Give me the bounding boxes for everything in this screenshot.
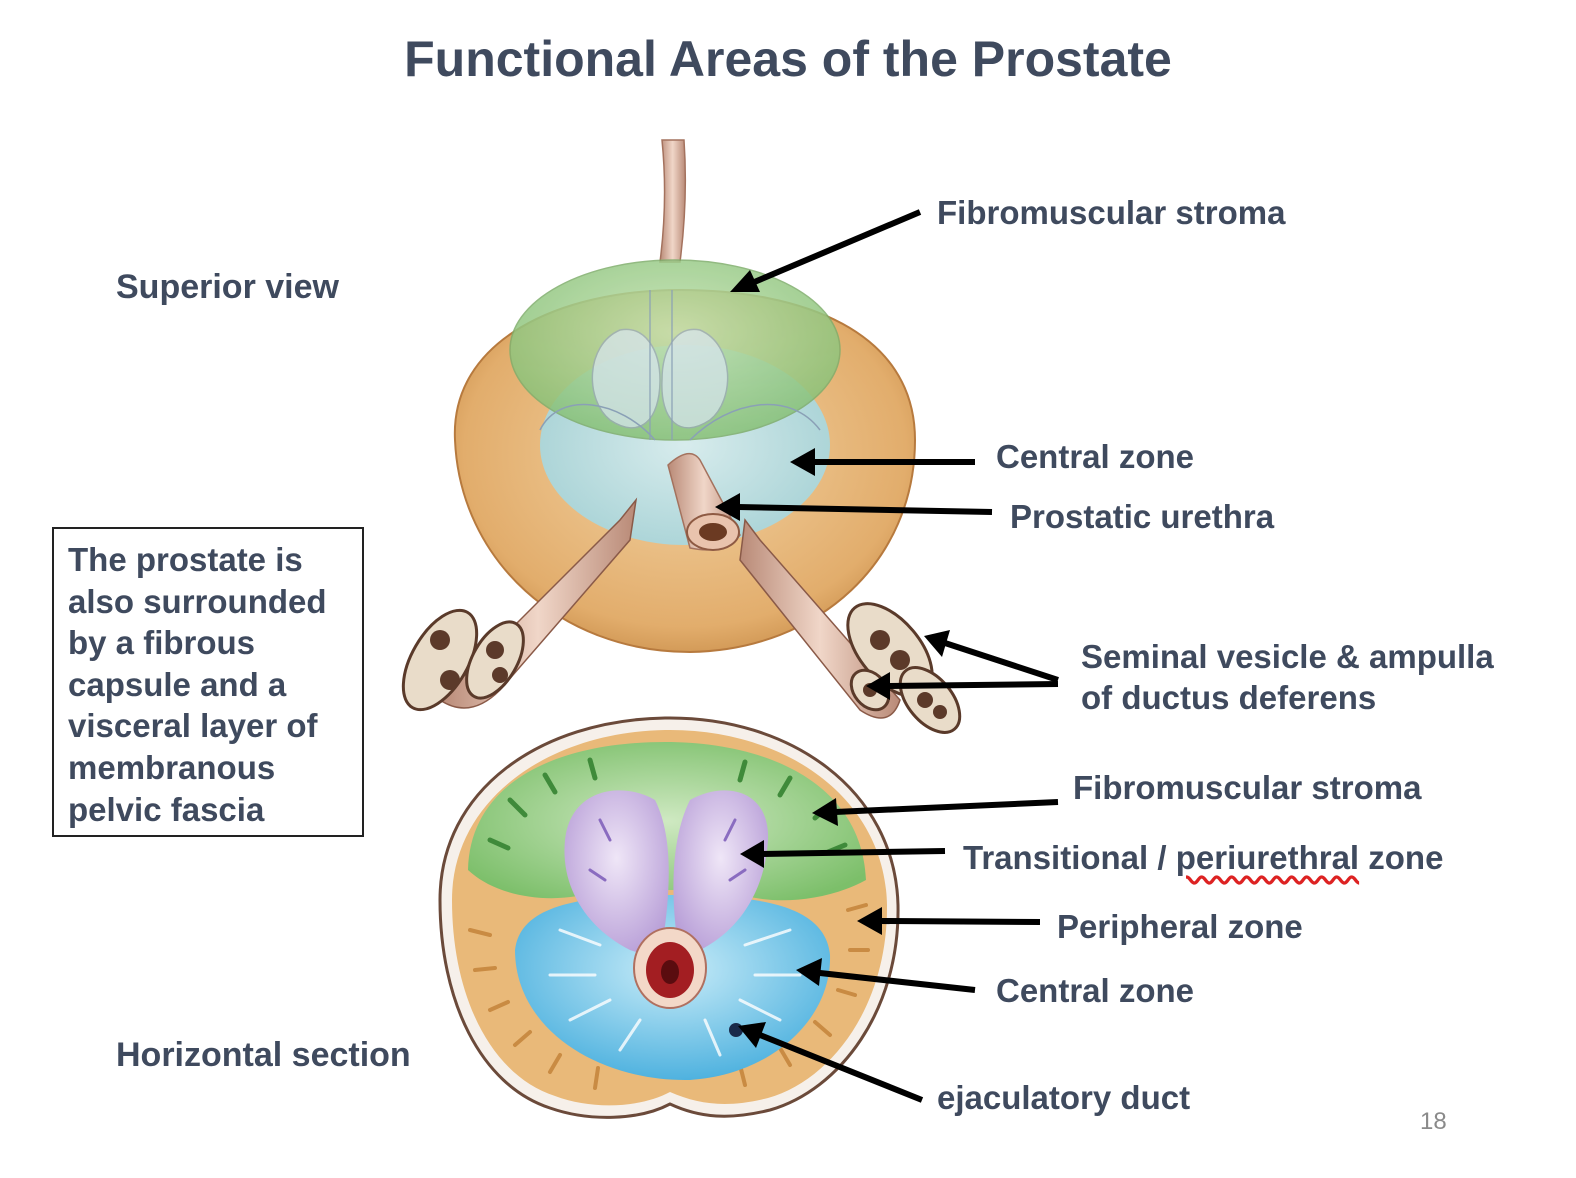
label-peripheral-zone: Peripheral zone <box>1057 908 1303 945</box>
note-line: pelvic fascia <box>68 790 265 828</box>
note-line: capsule and a <box>68 665 287 703</box>
label-prostatic-urethra: Prostatic urethra <box>1010 498 1275 535</box>
label-periurethral-flagged: periurethral <box>1175 839 1360 876</box>
label-fibromuscular-stroma-section: Fibromuscular stroma <box>1073 769 1422 806</box>
horizontal-section-label: Horizontal section <box>116 1036 411 1074</box>
label-seminal-vesicle-line1: Seminal vesicle & ampulla <box>1081 638 1494 675</box>
note-box: The prostate is also surrounded by a fib… <box>52 527 364 837</box>
horizontal-section-drawing <box>438 716 900 1119</box>
transitional-zone-right <box>673 790 769 960</box>
transitional-zone-left <box>564 790 669 960</box>
note-line: membranous <box>68 748 276 786</box>
page-number: 18 <box>1420 1108 1447 1135</box>
slide-title: Functional Areas of the Prostate <box>404 31 1172 87</box>
superior-view-drawing <box>401 139 962 734</box>
label-arrows <box>715 209 1059 1103</box>
note-line: The prostate is <box>68 541 303 578</box>
note-line: visceral layer of <box>68 707 318 745</box>
superior-view-label: Superior view <box>116 268 339 306</box>
label-transitional-suffix: zone <box>1359 839 1444 876</box>
urethra-tube-upper <box>659 139 687 263</box>
label-central-zone-section: Central zone <box>996 972 1195 1009</box>
ejaculatory-duct-section <box>729 1023 743 1037</box>
label-transitional-zone: Transitional / periurethral zone <box>963 839 1443 877</box>
note-line: by a fibrous <box>68 624 256 662</box>
label-ejaculatory-duct: ejaculatory duct <box>937 1079 1191 1116</box>
label-fibromuscular-stroma-superior: Fibromuscular stroma <box>937 194 1286 231</box>
label-central-zone-superior: Central zone <box>996 438 1195 475</box>
label-seminal-vesicle-line2: of ductus deferens <box>1081 679 1377 716</box>
label-transitional-prefix: Transitional / <box>963 839 1176 876</box>
seminal-vesicle-right <box>739 518 901 719</box>
note-line: also surrounded <box>68 582 327 620</box>
